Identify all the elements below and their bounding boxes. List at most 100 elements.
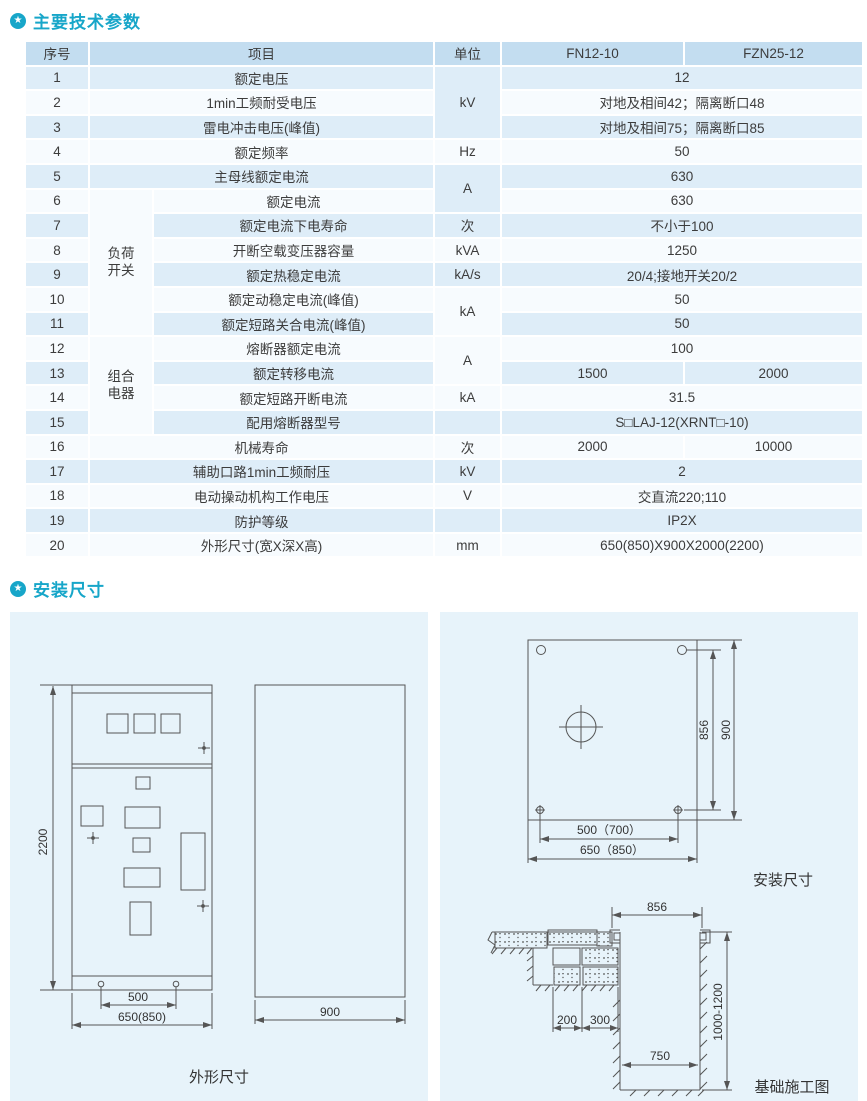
- cell-unit: kV: [433, 64, 502, 141]
- cell-no: 12: [24, 335, 90, 362]
- cell-unit: kA: [433, 285, 502, 338]
- cell-value-model2: 10000: [683, 433, 864, 461]
- col-header-model2: FZN25-12: [683, 40, 864, 67]
- dimension-label-holes: 500: [128, 990, 148, 1004]
- table-row: 12 组合 电器 熔断器额定电流 A 100: [24, 335, 864, 436]
- cell-item: 机械寿命: [88, 433, 435, 461]
- table-row: 13 额定转移电流 1500 2000: [24, 359, 864, 387]
- cell-item: 配用熔断器型号: [152, 408, 435, 436]
- cell-item: 额定短路开断电流: [152, 384, 435, 411]
- install-caption: 安装尺寸: [753, 872, 813, 889]
- cell-item: 辅助口路1min工频耐压: [88, 458, 435, 485]
- cell-no: 6: [24, 187, 90, 215]
- cell-value: 2: [500, 458, 864, 485]
- dimension-label-holes-v: 856: [697, 720, 711, 740]
- cell-item: 额定动稳定电流(峰值): [152, 285, 435, 313]
- cell-no: 14: [24, 384, 90, 411]
- cell-item: 额定电流: [152, 187, 435, 215]
- cell-item: 电动操动机构工作电压: [88, 482, 435, 510]
- cell-unit: Hz: [433, 138, 502, 165]
- table-row: 7 额定电流下电寿命 次 不小于100: [24, 212, 864, 239]
- dimension-label-width: 650(850): [118, 1010, 166, 1024]
- outline-drawing: 2200 500 650(850) 900 外形尺寸: [36, 684, 406, 1086]
- cell-no: 2: [24, 89, 90, 116]
- cell-value: 31.5: [500, 384, 864, 411]
- table-row: 2 1min工频耐受电压 对地及相间42；隔离断口48: [24, 89, 864, 116]
- col-header-model1: FN12-10: [500, 40, 685, 67]
- dimension-label-height: 900: [719, 720, 733, 740]
- cell-value: 对地及相间75；隔离断口85: [500, 113, 864, 141]
- cell-value: IP2X: [500, 507, 864, 534]
- cell-value-model1: 1500: [500, 359, 685, 387]
- foundation-caption: 基础施工图: [754, 1079, 829, 1096]
- cell-item: 开断空载变压器容量: [152, 236, 435, 264]
- cell-no: 17: [24, 458, 90, 485]
- cell-value: 20/4;接地开关20/2: [500, 261, 864, 288]
- cell-value: 不小于100: [500, 212, 864, 239]
- cell-no: 10: [24, 285, 90, 313]
- front-view-dimensions: [50, 686, 213, 1029]
- cell-no: 11: [24, 310, 90, 338]
- dimension-label-holes-h: 500（700）: [577, 823, 641, 837]
- side-view: [254, 684, 406, 1024]
- cell-no: 16: [24, 433, 90, 461]
- table-row: 20 外形尺寸(宽X深X高) mm 650(850)X900X2000(2200…: [24, 531, 864, 559]
- cell-no: 7: [24, 212, 90, 239]
- cell-item: 额定电流下电寿命: [152, 212, 435, 239]
- star-badge-icon: ★: [10, 12, 26, 29]
- cell-no: 19: [24, 507, 90, 534]
- cell-value: 交直流220;110: [500, 482, 864, 510]
- cell-unit: kVA: [433, 236, 502, 264]
- outline-caption: 外形尺寸: [189, 1069, 249, 1086]
- table-header-row: 序号 项目 单位 FN12-10 FZN25-12: [24, 40, 864, 67]
- dimension-label-depth: 900: [320, 1005, 340, 1019]
- table-row: 3 雷电冲击电压(峰值) 对地及相间75；隔离断口85: [24, 113, 864, 141]
- cell-item: 额定热稳定电流: [152, 261, 435, 288]
- cell-unit: A: [433, 162, 502, 215]
- cell-item: 1min工频耐受电压: [88, 89, 435, 116]
- cell-unit: V: [433, 482, 502, 510]
- cell-value: 650(850)X900X2000(2200): [500, 531, 864, 559]
- cell-item: 主母线额定电流: [88, 162, 435, 190]
- cell-unit: kA: [433, 384, 502, 411]
- cell-value: 对地及相间42；隔离断口48: [500, 89, 864, 116]
- cell-unit: kA/s: [433, 261, 502, 288]
- cell-no: 1: [24, 64, 90, 92]
- table-row: 4 额定频率 Hz 50: [24, 138, 864, 165]
- cell-value: 50: [500, 285, 864, 313]
- cell-value: 50: [500, 138, 864, 165]
- install-labels: 856 900 500（700） 650（850） 安装尺寸 856 200 3…: [557, 720, 830, 1096]
- front-view: [40, 684, 213, 991]
- table-row: 18 电动操动机构工作电压 V 交直流220;110: [24, 482, 864, 510]
- params-section-header: ★ 主要技术参数: [10, 8, 141, 33]
- dimension-label-step2: 300: [590, 1013, 610, 1027]
- table-row: 16 机械寿命 次 2000 10000: [24, 433, 864, 461]
- plan-view: [527, 639, 742, 863]
- table-row: 19 防护等级 IP2X: [24, 507, 864, 534]
- cell-value: 630: [500, 187, 864, 215]
- cell-item: 防护等级: [88, 507, 435, 534]
- outline-labels: 2200 500 650(850) 900 外形尺寸: [36, 828, 340, 1086]
- foundation-view: [487, 907, 732, 1097]
- cell-no: 18: [24, 482, 90, 510]
- cell-unit: 次: [433, 212, 502, 239]
- cell-item: 额定电压: [88, 64, 435, 92]
- dimension-label-pit-depth: 1000-1200: [711, 983, 725, 1041]
- cell-no: 3: [24, 113, 90, 141]
- cell-unit: mm: [433, 531, 502, 559]
- cell-no: 13: [24, 359, 90, 387]
- dimension-label-top-width: 856: [647, 900, 667, 914]
- cell-value: 12: [500, 64, 864, 92]
- cell-value: 50: [500, 310, 864, 338]
- cell-no: 15: [24, 408, 90, 436]
- cell-value: 1250: [500, 236, 864, 264]
- cell-unit: 次: [433, 433, 502, 461]
- dimension-label-width: 650（850）: [580, 843, 644, 857]
- install-drawing-panel: 856 900 500（700） 650（850） 安装尺寸 856 200 3…: [440, 612, 858, 1101]
- channel-steel-icon: [609, 929, 620, 944]
- cell-no: 20: [24, 531, 90, 559]
- cell-value-model2: 2000: [683, 359, 864, 387]
- cell-item: 额定短路关合电流(峰值): [152, 310, 435, 338]
- cell-unit: kV: [433, 458, 502, 485]
- cell-no: 8: [24, 236, 90, 264]
